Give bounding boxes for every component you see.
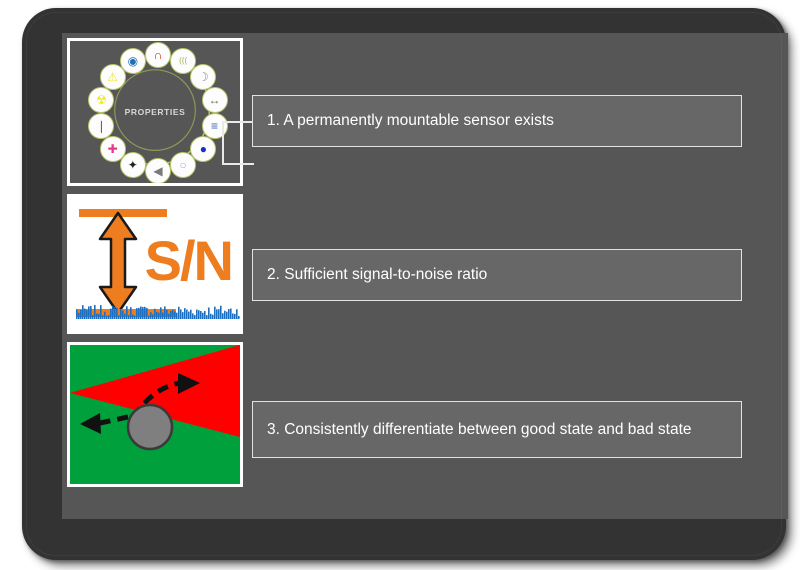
molecule-icon[interactable]: ✚	[99, 136, 126, 163]
pressure-gauge-icon[interactable]: ○	[170, 152, 197, 179]
state-diagram-graphic	[70, 345, 240, 484]
bar-chart-icon[interactable]: ≡	[201, 112, 228, 139]
connector-line-vertical	[222, 121, 224, 165]
callout-2-text: 2. Sufficient signal-to-noise ratio	[267, 266, 488, 284]
compass-star-icon[interactable]: ✦	[119, 152, 146, 179]
crescent-moon-icon[interactable]: ☽	[190, 63, 217, 90]
double-headed-arrow-icon	[98, 211, 138, 315]
device-bezel: PROPERTIES ∩(((☽↔≡●○◀✦✚❘☢⚠◉ S/N	[22, 8, 788, 560]
noise-waveform-icon	[76, 305, 240, 319]
magnet-icon[interactable]: ∩	[145, 42, 171, 68]
signal-to-noise-label: S/N	[144, 229, 234, 292]
connector-line-1	[222, 121, 254, 123]
signal-to-noise-panel: S/N	[67, 194, 243, 334]
speaker-icon[interactable]: ◀	[145, 158, 171, 183]
thermometer-icon[interactable]: ❘	[88, 112, 115, 139]
signal-top-bar	[79, 209, 167, 217]
callout-sensor-exists[interactable]: 1. A permanently mountable sensor exists	[252, 95, 742, 147]
callout-3-text: 3. Consistently differentiate between go…	[267, 420, 692, 438]
good-bad-state-panel	[67, 342, 243, 487]
callout-1-text: 1. A permanently mountable sensor exists	[267, 112, 554, 130]
eye-icon[interactable]: ◉	[119, 47, 146, 74]
slide-surface: PROPERTIES ∩(((☽↔≡●○◀✦✚❘☢⚠◉ S/N	[62, 33, 788, 519]
water-drop-icon[interactable]: ●	[190, 136, 217, 163]
callout-signal-to-noise[interactable]: 2. Sufficient signal-to-noise ratio	[252, 249, 742, 301]
connector-line-2	[222, 163, 254, 165]
callout-differentiate-states[interactable]: 3. Consistently differentiate between go…	[252, 401, 742, 458]
dumbbell-icon[interactable]: ↔	[201, 87, 228, 114]
radiation-icon[interactable]: ☢	[88, 87, 115, 114]
properties-wheel-panel: PROPERTIES ∩(((☽↔≡●○◀✦✚❘☢⚠◉	[67, 38, 243, 186]
